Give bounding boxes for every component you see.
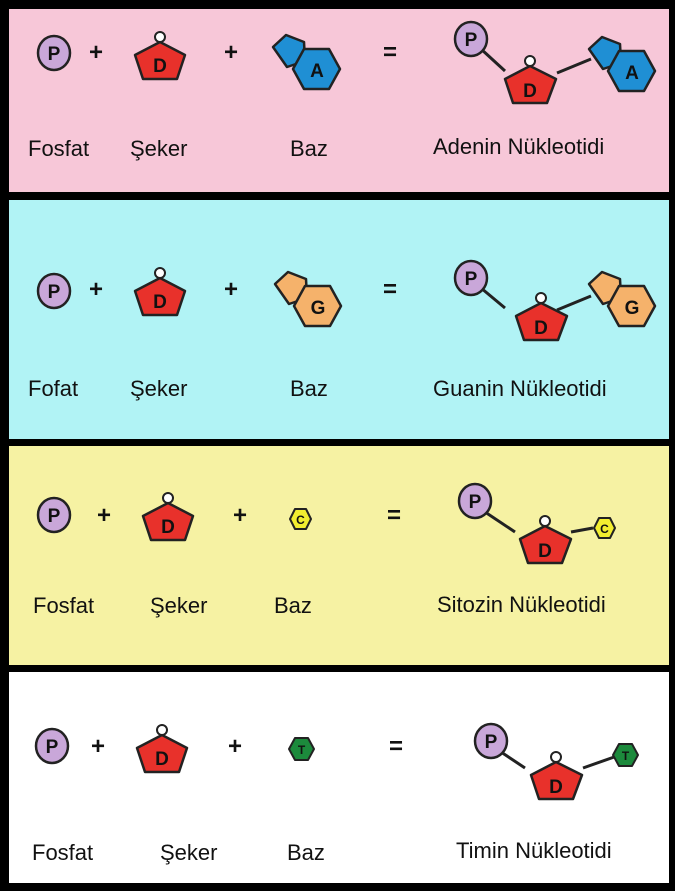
nucleotide-cytosine-letter: C xyxy=(600,522,609,536)
nucleotide-phosphate-letter: P xyxy=(469,492,482,513)
nucleotide-sugar-letter: D xyxy=(523,81,537,102)
equals-sign: = xyxy=(383,276,398,303)
phosphate-letter: P xyxy=(46,737,59,758)
plus-sign: + xyxy=(224,39,239,66)
phosphate-icon: P xyxy=(34,727,70,765)
nucleotide-phosphate-letter: P xyxy=(485,732,498,753)
sugar-letter: D xyxy=(153,56,167,77)
cytosine-diagram: P D C P D C xyxy=(36,482,616,565)
nucleotide-thymine-letter: T xyxy=(622,749,630,763)
phosphate-letter: P xyxy=(48,44,61,65)
guanine-letter: G xyxy=(311,298,326,319)
sugar-letter: D xyxy=(153,292,167,313)
plus-sign: + xyxy=(89,39,104,66)
phosphate-icon: P xyxy=(36,272,72,310)
panel-cytosine: P D C P D C + + xyxy=(9,446,669,665)
adenine-letter: A xyxy=(310,61,324,82)
phosphate-label: Fofat xyxy=(28,376,79,401)
cytosine-nucleotide-icon: P D C xyxy=(457,482,616,565)
equals-sign: = xyxy=(389,733,404,760)
phosphate-label: Fosfat xyxy=(33,593,95,618)
guanine-icon: G xyxy=(273,270,343,328)
plus-sign: + xyxy=(228,733,243,760)
panel-thymine: P D T P D T + + xyxy=(9,672,669,883)
thymine-icon: T xyxy=(288,737,315,761)
adenine-icon: A xyxy=(271,33,342,91)
sugar-icon: D xyxy=(135,724,189,774)
base-label: Baz xyxy=(290,376,328,401)
equals-sign: = xyxy=(387,502,402,529)
sugar-icon: D xyxy=(133,267,187,317)
nucleotide-phosphate-letter: P xyxy=(465,269,478,290)
nucleotide-guanine-letter: G xyxy=(625,298,640,319)
cytosine-icon: C xyxy=(289,508,312,530)
base-label: Baz xyxy=(274,593,312,618)
sugar-letter: D xyxy=(161,517,175,538)
sugar-label: Şeker xyxy=(150,593,208,618)
sugar-letter: D xyxy=(155,749,169,770)
thymine-diagram: P D T P D T xyxy=(34,722,639,801)
plus-sign: + xyxy=(91,733,106,760)
panel-guanine: P D G P D G xyxy=(9,200,669,439)
adenine-diagram: P D A P D A xyxy=(36,20,657,105)
plus-sign: + xyxy=(97,502,112,529)
guanine-nucleotide-icon: P D G xyxy=(453,259,657,342)
plus-sign: + xyxy=(233,502,248,529)
nucleotide-name: Sitozin Nükleotidi xyxy=(437,592,606,617)
nucleotide-sugar-letter: D xyxy=(538,541,552,562)
thymine-nucleotide-icon: P D T xyxy=(473,722,639,801)
adenine-nucleotide-icon: P D A xyxy=(453,20,657,105)
nucleotide-name: Guanin Nükleotidi xyxy=(433,376,607,401)
guanine-diagram: P D G P D G xyxy=(36,259,657,342)
sugar-label: Şeker xyxy=(130,136,188,161)
panel-adenine: P D A P D A xyxy=(9,9,669,192)
sugar-label: Şeker xyxy=(130,376,188,401)
thymine-letter: T xyxy=(298,743,306,757)
nucleotide-name: Timin Nükleotidi xyxy=(456,838,612,863)
nucleotide-name: Adenin Nükleotidi xyxy=(433,134,605,159)
sugar-icon: D xyxy=(141,492,195,542)
nucleotide-phosphate-letter: P xyxy=(465,30,478,51)
plus-sign: + xyxy=(224,276,239,303)
sugar-label: Şeker xyxy=(160,840,218,865)
equals-sign: = xyxy=(383,39,398,66)
phosphate-label: Fosfat xyxy=(28,136,90,161)
nucleotide-sugar-letter: D xyxy=(549,777,563,798)
phosphate-letter: P xyxy=(48,282,61,303)
base-label: Baz xyxy=(287,840,325,865)
phosphate-label: Fosfat xyxy=(32,840,94,865)
cytosine-letter: C xyxy=(296,513,305,527)
base-label: Baz xyxy=(290,136,328,161)
plus-sign: + xyxy=(89,276,104,303)
phosphate-letter: P xyxy=(48,506,61,527)
nucleotide-sugar-letter: D xyxy=(534,318,548,339)
sugar-icon: D xyxy=(133,31,187,81)
nucleotide-adenine-letter: A xyxy=(625,63,639,84)
phosphate-icon: P xyxy=(36,34,72,72)
phosphate-icon: P xyxy=(36,496,72,534)
